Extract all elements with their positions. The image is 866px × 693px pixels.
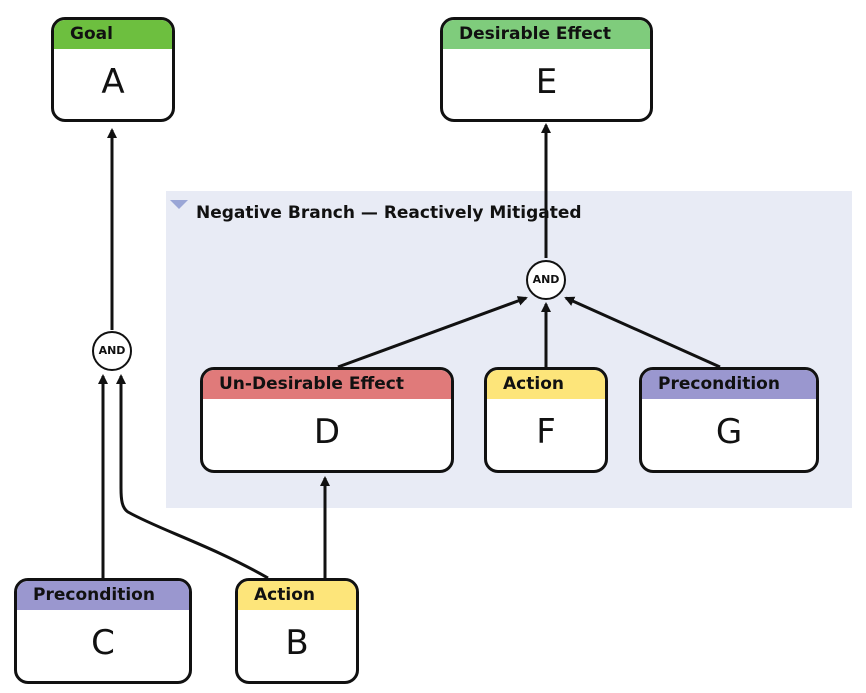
edge-g-to-and-right: [564, 296, 721, 369]
node-d-label: D: [313, 412, 341, 452]
node-d-type-label: Un-Desirable Effect: [203, 370, 451, 399]
node-undesirable-effect-d[interactable]: Un-Desirable Effect D: [200, 367, 454, 473]
collapse-triangle-icon[interactable]: [170, 200, 188, 209]
node-precondition-g[interactable]: Precondition G: [639, 367, 819, 473]
node-goal-a[interactable]: Goal A: [51, 17, 175, 122]
node-b-type-label: Action: [238, 581, 356, 610]
node-f-label: F: [536, 412, 556, 452]
and-junction-right[interactable]: AND: [526, 260, 566, 300]
node-c-label: C: [91, 623, 115, 663]
group-title: Negative Branch — Reactively Mitigated: [196, 203, 582, 223]
node-c-type-label: Precondition: [17, 581, 189, 610]
node-a-label: A: [101, 62, 125, 102]
node-a-type-label: Goal: [54, 20, 172, 49]
edge-d-to-and-right: [337, 296, 528, 369]
node-desirable-effect-e[interactable]: Desirable Effect E: [440, 17, 653, 122]
node-action-b[interactable]: Action B: [235, 578, 359, 684]
and-junction-left[interactable]: AND: [92, 331, 132, 371]
node-e-type-label: Desirable Effect: [443, 20, 650, 49]
node-g-type-label: Precondition: [642, 370, 816, 399]
node-g-label: G: [715, 412, 743, 452]
node-b-label: B: [285, 623, 309, 663]
node-f-type-label: Action: [487, 370, 605, 399]
node-precondition-c[interactable]: Precondition C: [14, 578, 192, 684]
node-action-f[interactable]: Action F: [484, 367, 608, 473]
node-e-label: E: [535, 62, 558, 102]
edge-b-to-and-left: [116, 374, 269, 580]
